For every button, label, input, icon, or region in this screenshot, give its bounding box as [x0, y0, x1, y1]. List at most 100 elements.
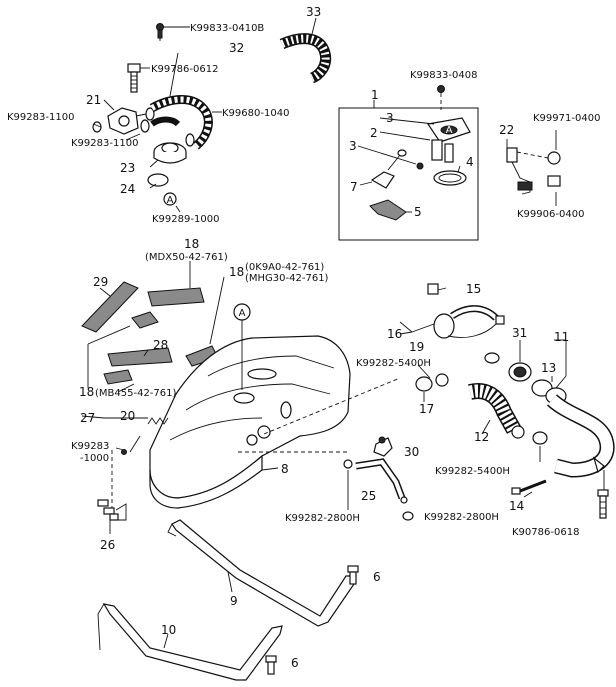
part-4-gasket	[433, 170, 467, 186]
callout-numbers: 1 2 3 3 4 5 6 6 7 8 9 10 11 12 13 14 15 …	[79, 5, 569, 670]
svg-text:1: 1	[371, 88, 379, 102]
part-11-filler-pipe	[531, 339, 615, 490]
part-10-tank-strap	[97, 603, 283, 681]
part-2-pump-unit: A	[426, 117, 471, 163]
svg-text:7: 7	[350, 180, 358, 194]
svg-text:27: 27	[80, 411, 95, 425]
part-18-pad-top	[147, 287, 205, 307]
svg-text:14: 14	[509, 499, 524, 513]
label-k99283-1100-b: K99283-1100	[71, 138, 138, 149]
pad-small-a	[131, 311, 159, 329]
part-4-gasket-inner	[438, 173, 462, 183]
svg-text:22: 22	[499, 123, 514, 137]
part-31-seal	[508, 362, 532, 382]
part-12-filler-hose	[468, 383, 548, 462]
svg-text:16: 16	[387, 327, 402, 341]
label-k99680-1040: K99680-1040	[222, 108, 289, 119]
label-1000: -1000	[80, 453, 109, 464]
part-17-grommet	[415, 373, 449, 392]
part-30-clip	[373, 436, 393, 457]
part-24-gasket	[147, 173, 169, 187]
svg-text:11: 11	[554, 330, 569, 344]
svg-text:15: 15	[466, 282, 481, 296]
part-25-breather-hose	[343, 458, 414, 521]
svg-text:4: 4	[466, 155, 474, 169]
svg-text:6: 6	[373, 570, 381, 584]
fuel-pump-assembly-group: A	[338, 85, 479, 241]
svg-text:30: 30	[404, 445, 419, 459]
part-9-tank-strap	[167, 519, 357, 627]
svg-text:10: 10	[161, 623, 176, 637]
label-mhg30-42-761: (MHG30-42-761)	[245, 273, 329, 284]
label-k99833-0410b: K99833-0410B	[190, 23, 264, 34]
label-0k9a0-42-761: (0K9A0-42-761)	[245, 262, 324, 273]
insulator-pads	[81, 261, 225, 393]
svg-text:26: 26	[100, 538, 115, 552]
label-k99283: K99283	[71, 441, 109, 452]
part-5-bracket	[369, 199, 407, 221]
nut-0400a-icon	[547, 151, 561, 165]
part-22-wiring-connector	[506, 130, 561, 206]
nut-0400b-icon	[547, 175, 561, 187]
label-mdx50-42-761: (MDX50-42-761)	[145, 252, 228, 263]
part-14-bolt	[511, 479, 547, 498]
svg-text:21: 21	[86, 93, 101, 107]
svg-text:13: 13	[541, 361, 556, 375]
bolt-6-upper-icon	[347, 565, 359, 585]
clamp-1040-icon	[185, 133, 195, 147]
label-k99289-1000: K99289-1000	[152, 214, 219, 225]
label-k99786-0612: K99786-0612	[151, 64, 218, 75]
svg-text:18: 18	[79, 385, 94, 399]
svg-text:23: 23	[120, 161, 135, 175]
label-k99971-0400: K99971-0400	[533, 113, 600, 124]
part-33-vent-hose	[279, 33, 331, 84]
svg-text:19: 19	[409, 340, 424, 354]
svg-text:20: 20	[120, 409, 135, 423]
bolt-0612-icon	[127, 63, 141, 93]
reference-marker-a-top: A	[163, 192, 177, 206]
part-29-pad	[81, 281, 139, 333]
svg-text:2: 2	[370, 126, 378, 140]
label-k99283-1100-a: K99283-1100	[7, 112, 74, 123]
svg-text:3: 3	[349, 139, 357, 153]
bolt-0618-icon	[597, 489, 609, 519]
part-32-hose	[149, 95, 213, 150]
label-k99282-5400h-a: K99282-5400H	[356, 358, 431, 369]
svg-text:18: 18	[184, 237, 199, 251]
part-23-fuel-cap	[153, 142, 187, 164]
screw-0408-icon	[437, 85, 445, 110]
bolt-0410b-icon	[156, 23, 164, 44]
part-16-hose-assembly	[433, 305, 505, 339]
svg-text:6: 6	[291, 656, 299, 670]
part-15-valve	[427, 283, 447, 295]
label-k99833-0408: K99833-0408	[410, 70, 477, 81]
svg-text:3: 3	[386, 111, 394, 125]
svg-text:A: A	[239, 308, 246, 319]
svg-text:A: A	[446, 125, 453, 136]
svg-text:17: 17	[419, 402, 434, 416]
svg-text:32: 32	[229, 41, 244, 55]
part-18-pad-lower	[103, 369, 133, 385]
part-26-clips	[97, 499, 127, 534]
label-k99906-0400: K99906-0400	[517, 209, 584, 220]
svg-text:18: 18	[229, 265, 244, 279]
svg-text:33: 33	[306, 5, 321, 19]
label-k99282-2800h-a: K99282-2800H	[285, 513, 360, 524]
label-k99282-5400h-b: K99282-5400H	[435, 466, 510, 477]
part-19-o-ring	[484, 352, 500, 364]
part-21-filler-neck	[107, 107, 147, 135]
svg-text:31: 31	[512, 326, 527, 340]
label-mb455-42-761: (MB455-42-761)	[95, 388, 177, 399]
svg-text:12: 12	[474, 430, 489, 444]
part-3-bolt-icon	[416, 162, 424, 170]
svg-text:29: 29	[93, 275, 108, 289]
part-8-fuel-tank: A	[149, 303, 401, 509]
filler-pipe-group: A	[92, 17, 331, 213]
svg-text:A: A	[167, 195, 174, 206]
label-k90786-0618: K90786-0618	[512, 527, 579, 538]
part-7-sender	[370, 149, 407, 189]
svg-text:28: 28	[153, 338, 168, 352]
svg-text:24: 24	[120, 182, 135, 196]
part-number-labels: K99833-0410B K99786-0612 K99283-1100 K99…	[7, 23, 600, 538]
